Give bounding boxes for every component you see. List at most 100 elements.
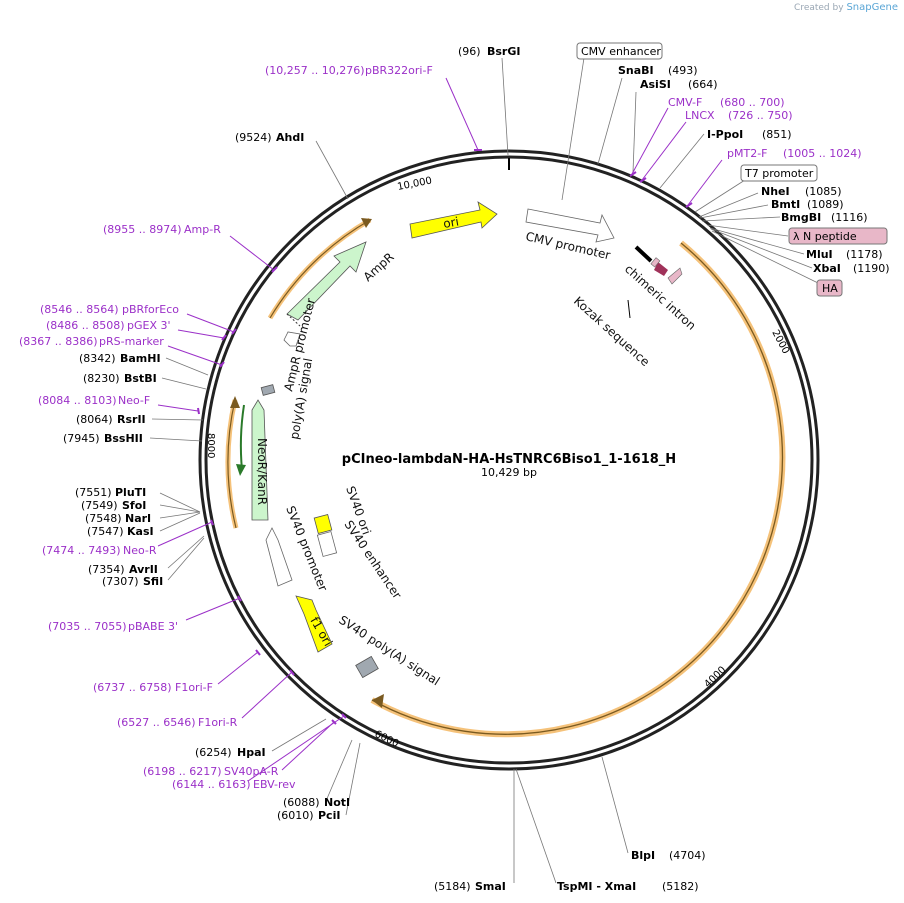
site-name-hpai: HpaI <box>237 746 266 759</box>
site-name-pcii: PciI <box>318 809 340 822</box>
cmv-enhancer-box <box>576 42 663 60</box>
site-name-smai: SmaI <box>475 880 506 893</box>
polya-box <box>260 384 276 396</box>
lambda-n-box <box>650 257 661 268</box>
site-pos-nari: (7548) <box>85 512 122 525</box>
primer-name-neo-r: Neo-R <box>123 544 157 557</box>
site-name-snabi: SnaBI <box>618 64 654 77</box>
primer-name-prs-marker: pRS-marker <box>99 335 164 348</box>
site-labels: (96) BsrGI SnaBI (493) AsiSI (664) I-Ppo… <box>63 45 890 893</box>
sv40-promoter-arrow <box>265 527 293 587</box>
snapgene-logo: SnapGene <box>846 2 898 13</box>
primer-range-f1ori-f: (6737 .. 6758) <box>93 681 172 694</box>
primer-range-pbabe3: (7035 .. 7055) <box>48 620 127 633</box>
site-name-noti: NotI <box>324 796 350 809</box>
primer-name-f1ori-f: F1ori-F <box>175 681 213 694</box>
neor-inner-arrowhead <box>236 464 246 476</box>
primer-name-pgex3: pGEX 3' <box>127 319 171 332</box>
tick-label-4000: 4000 <box>702 665 728 691</box>
plasmid-name: pCIneo-lambdaN-HA-HsTNRC6Biso1_1-1618_H <box>342 452 676 467</box>
site-pos-nhei: (1085) <box>805 185 842 198</box>
site-name-i-ppoi: I-PpoI <box>707 128 743 141</box>
primer-name-lncx: LNCX <box>685 109 715 122</box>
site-name-nhei: NheI <box>761 185 790 198</box>
ampr-label: AmpR <box>361 250 397 284</box>
tick-label-8000: 8000 <box>205 433 216 458</box>
chimeric-intron-arrow <box>654 262 668 276</box>
site-pos-avrii: (7354) <box>88 563 125 576</box>
site-name-sfoi: SfoI <box>122 499 146 512</box>
site-name-asisi: AsiSI <box>640 78 671 91</box>
primer-range-ebv-rev: (6144 .. 6163) <box>172 778 251 791</box>
primer-range-lncx: (726 .. 750) <box>728 109 793 122</box>
site-pos-bmgbi: (1116) <box>831 211 868 224</box>
site-name-xbai: XbaI <box>813 262 841 275</box>
primer-name-pbabe3: pBABE 3' <box>128 620 178 633</box>
site-pos-sfoi: (7549) <box>81 499 118 512</box>
site-pos-bsshii: (7945) <box>63 432 100 445</box>
site-pos-asisi: (664) <box>688 78 718 91</box>
site-pos-rsrii: (8064) <box>76 413 113 426</box>
primer-range-f1ori-r: (6527 .. 6546) <box>117 716 196 729</box>
snapgene-credit: Created by SnapGene <box>794 2 898 13</box>
backbone-inner <box>204 155 814 765</box>
amp-orange-arrowhead <box>361 218 372 228</box>
site-pos-pcii: (6010) <box>277 809 314 822</box>
site-pos-noti: (6088) <box>283 796 320 809</box>
site-leaders <box>149 57 819 884</box>
site-pos-bmti: (1089) <box>807 198 844 211</box>
site-name-bmti: BmtI <box>771 198 800 211</box>
neo-orange-arrowhead <box>230 396 240 408</box>
primer-range-pgex3: (8486 .. 8508) <box>46 319 125 332</box>
site-name-blpi: BlpI <box>631 849 655 862</box>
neor-label: NeoR/KanR <box>255 438 269 505</box>
ori-arrow <box>409 201 498 239</box>
site-pos-bamhi: (8342) <box>79 352 116 365</box>
kozak-marker <box>627 299 631 319</box>
plasmid-length: 10,429 bp <box>481 466 537 479</box>
primer-range-cmv-f: (680 .. 700) <box>720 96 785 109</box>
t7-promoter-box <box>740 164 818 182</box>
site-name-bstbi: BstBI <box>124 372 157 385</box>
primer-range-sv40pa-r: (6198 .. 6217) <box>143 765 222 778</box>
site-pos-sfii: (7307) <box>102 575 139 588</box>
site-pos-i-ppoi: (851) <box>762 128 792 141</box>
site-pos-tspmi-xmai: (5182) <box>662 880 699 893</box>
lambda-n-peptide-box <box>788 227 888 245</box>
site-pos-pluti: (7551) <box>75 486 112 499</box>
primer-labels: (10,257 .. 10,276) pBR322ori-F CMV-F (68… <box>19 64 862 791</box>
primer-range-pbrforeco: (8546 .. 8564) <box>40 303 119 316</box>
primer-name-ebv-rev: EBV-rev <box>253 778 296 791</box>
primer-name-neo-f: Neo-F <box>118 394 150 407</box>
ha-box <box>816 279 843 297</box>
primer-name-f1ori-r: F1ori-R <box>198 716 238 729</box>
site-name-bmgbi: BmgBI <box>781 211 821 224</box>
kozak-label: Kozak sequence <box>571 294 652 369</box>
site-pos-bstbi: (8230) <box>83 372 120 385</box>
site-pos-bsrgi: (96) <box>458 45 481 58</box>
sv40-ori-box <box>313 513 333 535</box>
site-pos-xbai: (1190) <box>853 262 890 275</box>
site-pos-hpai: (6254) <box>195 746 232 759</box>
primer-name-amp-r: Amp-R <box>184 223 221 236</box>
backbone-outer <box>198 149 820 771</box>
primer-ticks <box>197 149 693 725</box>
site-name-avrii: AvrII <box>129 563 158 576</box>
sv40-polya-label: SV40 poly(A) signal <box>336 613 442 689</box>
site-pos-mlui: (1178) <box>846 248 883 261</box>
primer-name-sv40pa-r: SV40pA-R <box>224 765 279 778</box>
primer-range-neo-f: (8084 .. 8103) <box>38 394 117 407</box>
primer-name-pbr322ori-f: pBR322ori-F <box>365 64 433 77</box>
primer-name-cmv-f: CMV-F <box>668 96 702 109</box>
neo-orange-arc-core <box>227 399 237 529</box>
site-name-tspmi-xmai: TspMI - XmaI <box>557 880 636 893</box>
cmv-promoter-arrow <box>525 208 615 243</box>
primer-range-pmt2-f: (1005 .. 1024) <box>783 147 862 160</box>
neor-inner-arc <box>239 404 245 471</box>
boxed-labels: CMV enhancer T7 promoter λ N peptide HA <box>576 42 888 297</box>
site-name-sfii: SfiI <box>143 575 163 588</box>
ha-label: HA <box>822 282 838 295</box>
site-name-mlui: MluI <box>806 248 833 261</box>
sv40-polya-box <box>355 655 379 679</box>
insert-arc-core <box>371 242 784 735</box>
